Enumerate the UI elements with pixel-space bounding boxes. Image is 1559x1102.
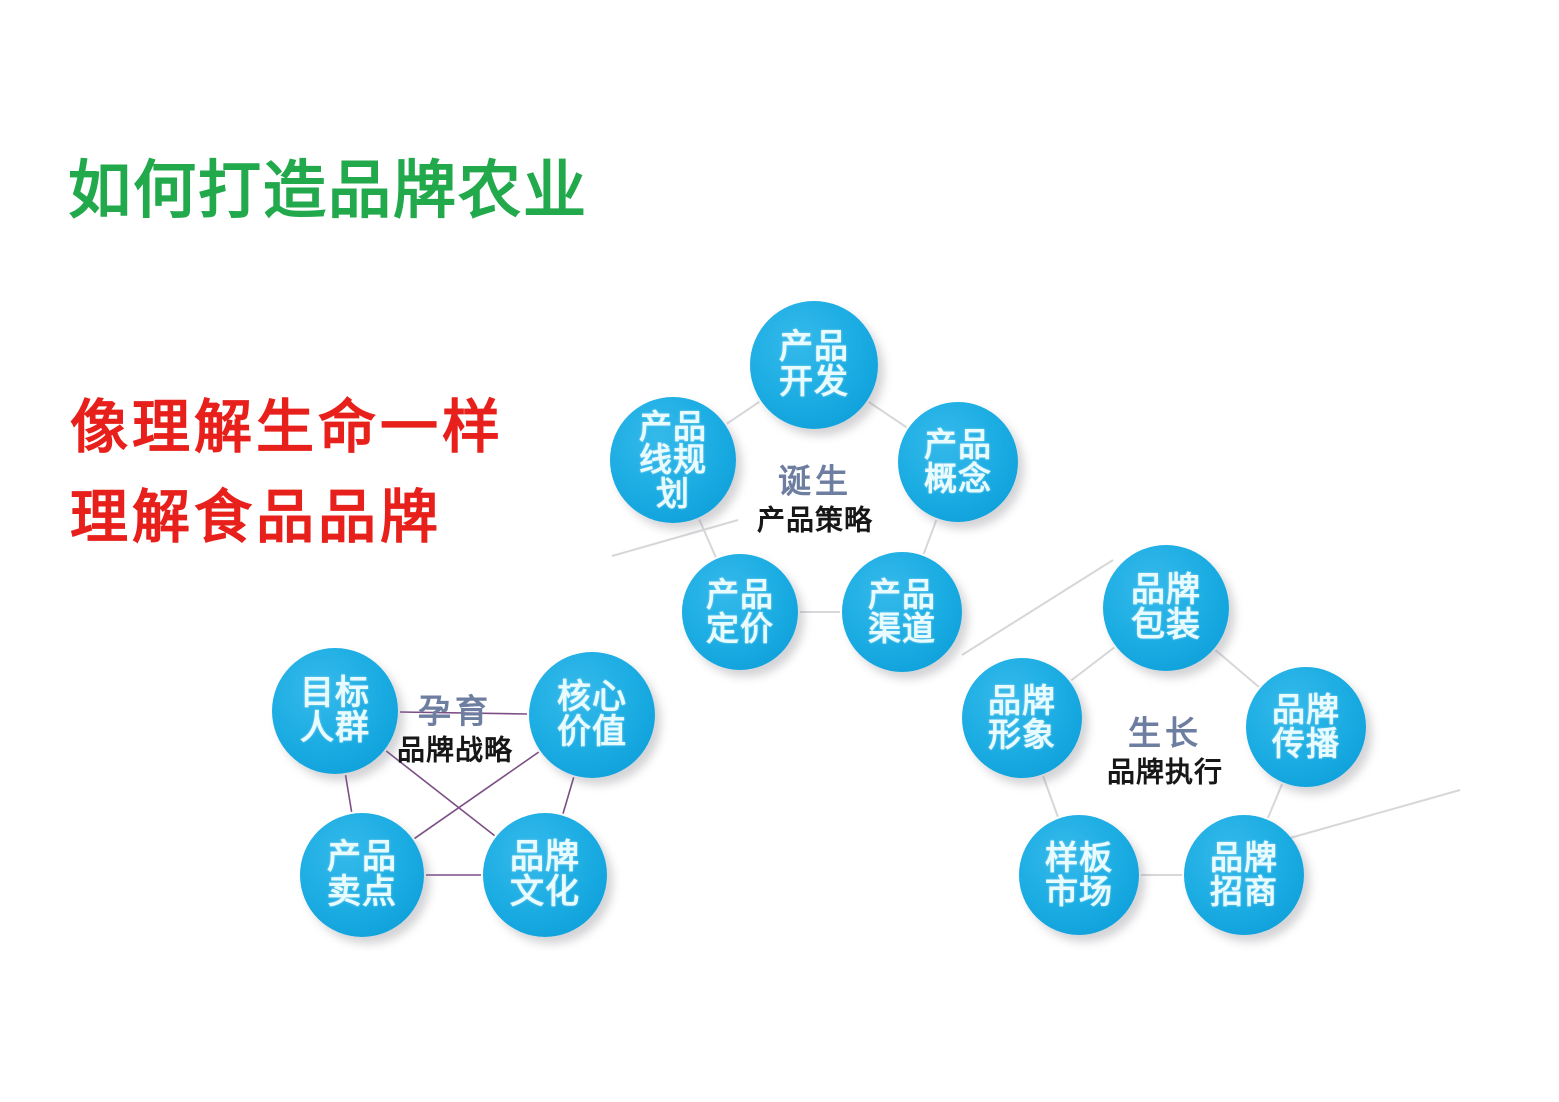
node-product-selling-point[interactable]: 产品 卖点 bbox=[300, 813, 424, 937]
node-label: 产品 概念 bbox=[924, 426, 992, 497]
node-label: 品牌 包装 bbox=[1131, 571, 1201, 644]
node-label: 品牌 传播 bbox=[1272, 691, 1340, 762]
node-label: 目标 人群 bbox=[300, 674, 370, 747]
node-label: 产品 渠道 bbox=[868, 576, 936, 647]
cluster-discipline-label: 产品策略 bbox=[756, 504, 874, 536]
node-label: 产品 卖点 bbox=[327, 838, 397, 911]
node-brand-culture[interactable]: 品牌 文化 bbox=[483, 813, 607, 937]
cluster-caption-brand-strategy: 孕育品牌战略 bbox=[397, 693, 513, 768]
node-product-line-plan[interactable]: 产品 线规 划 bbox=[610, 397, 736, 523]
node-label: 产品 定价 bbox=[706, 576, 774, 647]
edge-product-pricing-to-product-line-plan bbox=[698, 519, 717, 558]
node-label: 产品 开发 bbox=[779, 328, 849, 401]
cluster-caption-brand-execution: 生长品牌执行 bbox=[1107, 715, 1223, 790]
node-label: 产品 线规 划 bbox=[639, 407, 707, 512]
subtitle-line-2: 理解食品品牌 bbox=[70, 485, 443, 550]
link-edge-strategy-to-product bbox=[611, 519, 739, 557]
node-label: 品牌 招商 bbox=[1210, 839, 1278, 910]
cluster-stage-label: 诞生 bbox=[777, 462, 852, 500]
cluster-stage-label: 生长 bbox=[1127, 714, 1202, 752]
node-product-development[interactable]: 产品 开发 bbox=[750, 301, 878, 429]
edge-brand-image-to-brand-packaging bbox=[1070, 646, 1115, 682]
node-brand-packaging[interactable]: 品牌 包装 bbox=[1103, 545, 1229, 671]
node-target-audience[interactable]: 目标 人群 bbox=[272, 648, 398, 774]
cluster-discipline-label: 品牌战略 bbox=[396, 734, 514, 766]
node-brand-investment[interactable]: 品牌 招商 bbox=[1184, 815, 1304, 935]
cluster-stage-label: 孕育 bbox=[417, 692, 492, 730]
cluster-discipline-label: 品牌执行 bbox=[1106, 756, 1224, 788]
edge-product-line-plan-to-product-development bbox=[726, 401, 760, 425]
cluster-caption-product-strategy: 诞生产品策略 bbox=[757, 463, 873, 538]
node-label: 品牌 形象 bbox=[988, 682, 1056, 753]
page-title: 如何打造品牌农业 bbox=[68, 156, 588, 226]
node-brand-communication[interactable]: 品牌 传播 bbox=[1246, 667, 1366, 787]
edge-brand-communication-to-brand-investment bbox=[1267, 783, 1283, 819]
node-core-value[interactable]: 核心 价值 bbox=[529, 652, 655, 778]
edge-product-development-to-product-concept bbox=[868, 401, 908, 429]
node-model-market[interactable]: 样板 市场 bbox=[1019, 815, 1139, 935]
node-label: 品牌 文化 bbox=[510, 838, 580, 911]
node-product-channel[interactable]: 产品 渠道 bbox=[842, 552, 962, 672]
edge-model-market-to-brand-image bbox=[1042, 775, 1059, 818]
node-product-concept[interactable]: 产品 概念 bbox=[898, 402, 1018, 522]
edge-core-value-to-brand-culture bbox=[562, 777, 575, 814]
edge-product-concept-to-product-channel bbox=[922, 519, 938, 555]
node-label: 样板 市场 bbox=[1045, 839, 1113, 910]
link-edge-brand-trailing bbox=[1289, 789, 1461, 839]
subtitle-line-1: 像理解生命一样 bbox=[70, 395, 505, 460]
link-edge-product-to-brand bbox=[961, 559, 1114, 656]
node-product-pricing[interactable]: 产品 定价 bbox=[682, 554, 798, 670]
edge-target-audience-to-product-selling-point bbox=[344, 775, 353, 812]
node-label: 核心 价值 bbox=[557, 678, 627, 751]
edge-brand-packaging-to-brand-communication bbox=[1214, 649, 1260, 688]
node-brand-image[interactable]: 品牌 形象 bbox=[962, 658, 1082, 778]
